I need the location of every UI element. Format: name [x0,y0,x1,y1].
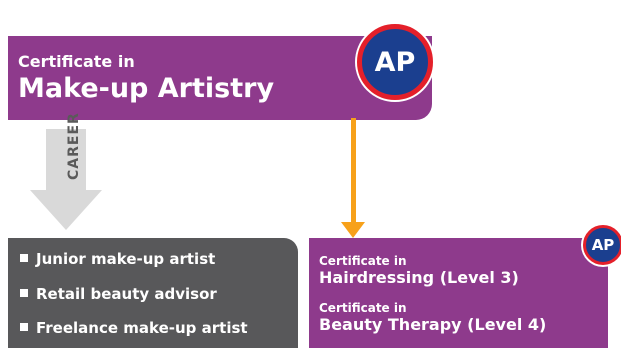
bullet-square-icon [20,254,28,262]
pathway-arrow-head [341,222,365,238]
bullet-square-icon [20,289,28,297]
pathway-certificate-title: Hairdressing (Level 3) [319,268,519,287]
pathway-certificate-title: Beauty Therapy (Level 4) [319,315,547,334]
ap-badge-small-icon: AP [583,225,621,265]
bullet-square-icon [20,323,28,331]
pathway-certificate-prefix: Certificate in [319,254,407,268]
pathway-arrow-line [351,118,356,226]
career-arrow-stem [46,129,86,191]
ap-badge-icon: AP [357,24,433,100]
career-item-label: Freelance make-up artist [36,319,248,337]
career-arrow-head [30,190,102,230]
main-certificate-title: Make-up Artistry [18,73,275,104]
career-item-label: Junior make-up artist [36,250,216,268]
career-item: Freelance make-up artist [20,319,248,337]
career-item: Retail beauty advisor [20,285,217,303]
main-certificate-prefix: Certificate in [18,52,135,71]
career-item: Junior make-up artist [20,250,215,268]
career-box: Junior make-up artist Retail beauty advi… [8,238,298,348]
career-label: CAREER [66,112,82,180]
pathway-box: Certificate in Hairdressing (Level 3) Ce… [309,238,608,348]
career-item-label: Retail beauty advisor [36,285,217,303]
pathway-certificate-prefix: Certificate in [319,301,407,315]
